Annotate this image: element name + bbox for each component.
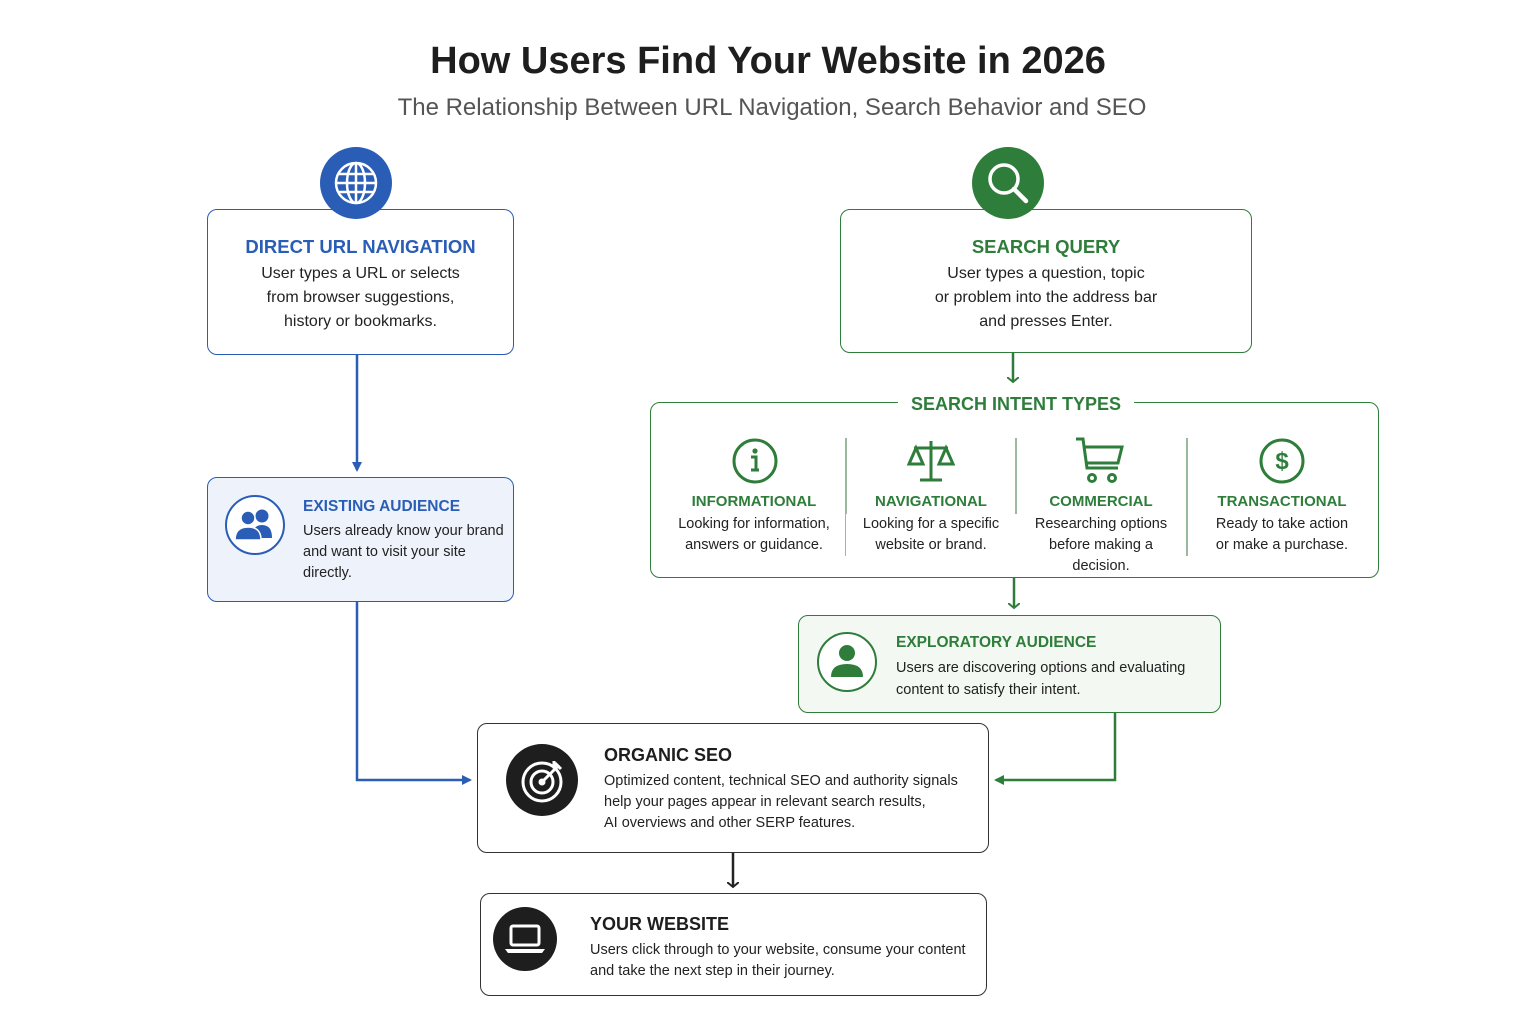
exploratory-audience-card: EXPLORATORY AUDIENCE Users are discoveri… <box>798 615 1221 713</box>
svg-text:$: $ <box>1275 448 1289 475</box>
intent-title: COMMERCIAL <box>1049 493 1153 510</box>
intent-text: or make a purchase. <box>1197 535 1367 556</box>
intent-text: website or brand. <box>846 535 1016 556</box>
direct-url-text: history or bookmarks. <box>284 313 437 330</box>
magnifier-icon <box>972 147 1044 219</box>
exploratory-audience-text: Users are discovering options and evalua… <box>896 660 1186 676</box>
intent-title: NAVIGATIONAL <box>875 493 987 510</box>
direct-url-card: DIRECT URL NAVIGATION User types a URL o… <box>207 209 514 355</box>
page-subtitle: The Relationship Between URL Navigation,… <box>397 94 1147 121</box>
intent-title: INFORMATIONAL <box>691 493 817 510</box>
target-icon <box>506 744 578 816</box>
organic-seo-text: AI overviews and other SERP features. <box>604 815 856 831</box>
divider <box>1186 438 1188 556</box>
your-website-card: YOUR WEBSITE Users click through to your… <box>480 893 987 996</box>
search-query-text: and presses Enter. <box>979 313 1113 330</box>
intent-title: TRANSACTIONAL <box>1217 493 1347 510</box>
exploratory-audience-title: EXPLORATORY AUDIENCE <box>896 634 1097 651</box>
scale-icon <box>906 441 956 482</box>
direct-url-title: DIRECT URL NAVIGATION <box>245 236 476 257</box>
search-query-card: SEARCH QUERY User types a question, topi… <box>840 209 1252 353</box>
intent-text: before making a <box>1016 535 1186 556</box>
direct-url-text: from browser suggestions, <box>266 289 455 306</box>
laptop-icon <box>493 907 557 971</box>
existing-audience-text: directly. <box>303 565 352 581</box>
user-icon <box>817 632 877 692</box>
intent-text: Looking for a specific <box>846 514 1016 535</box>
organic-seo-text: Optimized content, technical SEO and aut… <box>604 773 958 789</box>
intent-informational: INFORMATIONAL Looking for information,an… <box>669 493 839 556</box>
globe-icon <box>320 147 392 219</box>
intent-text: Looking for information, <box>669 514 839 535</box>
intent-text: Researching options <box>1016 514 1186 535</box>
search-query-text: User types a question, topic <box>947 265 1145 282</box>
info-icon <box>732 438 778 484</box>
existing-audience-text: Users already know your brand <box>303 523 504 539</box>
search-intent-label: SEARCH INTENT TYPES <box>898 394 1134 415</box>
your-website-text: and take the next step in their journey. <box>590 963 835 979</box>
organic-seo-title: ORGANIC SEO <box>604 745 733 765</box>
your-website-text: Users click through to your website, con… <box>590 942 966 958</box>
direct-url-text: User types a URL or selects <box>261 265 460 282</box>
intent-text: answers or guidance. <box>669 535 839 556</box>
cart-icon <box>1076 437 1124 483</box>
page-title: How Users Find Your Website in 2026 <box>430 40 1106 82</box>
search-query-text: or problem into the address bar <box>934 289 1158 306</box>
organic-seo-card: ORGANIC SEO Optimized content, technical… <box>477 723 989 853</box>
intent-text: decision. <box>1052 558 1150 574</box>
existing-audience-title: EXISTING AUDIENCE <box>303 498 461 515</box>
dollar-icon: $ <box>1259 438 1305 484</box>
existing-audience-text: and want to visit your site <box>303 544 466 560</box>
users-icon <box>225 495 285 555</box>
your-website-title: YOUR WEBSITE <box>590 914 730 934</box>
exploratory-audience-text: content to satisfy their intent. <box>896 682 1081 698</box>
search-query-title: SEARCH QUERY <box>971 236 1121 257</box>
arrow-existing-to-seo <box>355 601 472 785</box>
divider <box>1015 438 1017 556</box>
divider <box>845 438 847 556</box>
intent-text: Ready to take action <box>1197 514 1367 535</box>
arrow-exploratory-to-seo <box>994 712 1117 785</box>
organic-seo-text: help your pages appear in relevant searc… <box>604 794 926 810</box>
